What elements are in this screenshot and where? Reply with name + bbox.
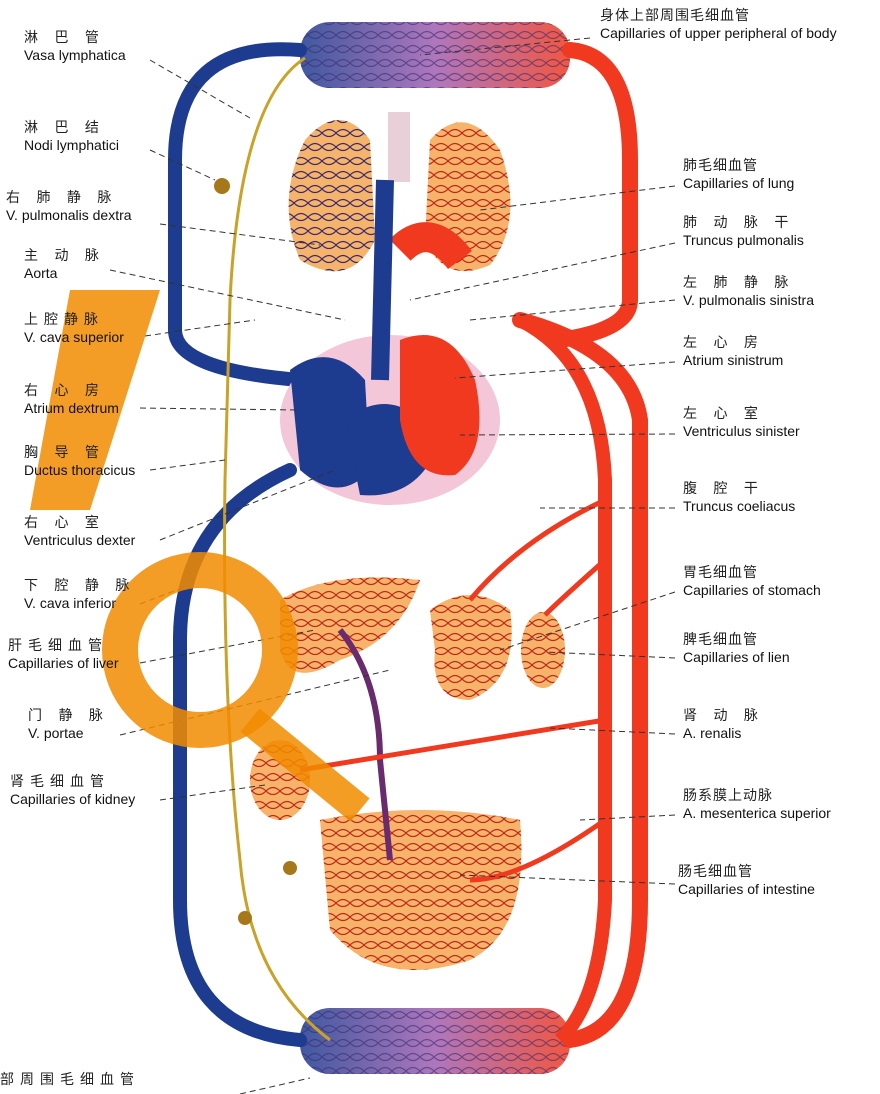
label-zh: 左 肺 静 脉 [683, 275, 814, 292]
label-en: Capillaries of liver [8, 655, 118, 672]
label-en: V. pulmonalis sinistra [683, 292, 814, 309]
label-capillaries-liver: 肝毛细血管 Capillaries of liver [8, 638, 118, 672]
label-zh: 右 心 室 [24, 515, 135, 532]
label-zh: 部周围毛细血管 [0, 1072, 140, 1089]
label-en: Capillaries of lien [683, 649, 790, 666]
label-en: Truncus coeliacus [683, 498, 795, 515]
label-capillaries-stomach: 胃毛细血管 Capillaries of stomach [683, 565, 821, 599]
kidney [250, 740, 310, 820]
spleen [521, 612, 565, 688]
label-zh: 肺 动 脉 干 [683, 215, 804, 232]
label-ventriculus-dexter: 右 心 室 Ventriculus dexter [24, 515, 135, 549]
label-en: Capillaries of stomach [683, 582, 821, 599]
label-zh: 肾 动 脉 [683, 708, 764, 725]
label-zh: 胸 导 管 [24, 445, 135, 462]
label-zh: 右 肺 静 脉 [6, 190, 132, 207]
label-zh: 肺毛细血管 [683, 158, 794, 175]
arterial-loop [520, 50, 640, 1040]
label-a-renalis: 肾 动 脉 A. renalis [683, 708, 764, 742]
label-truncus-pulmonalis: 肺 动 脉 干 Truncus pulmonalis [683, 215, 804, 249]
label-en: Capillaries of kidney [10, 791, 135, 808]
label-zh: 肠系膜上动脉 [683, 788, 831, 805]
label-capillaries-lien: 脾毛细血管 Capillaries of lien [683, 632, 790, 666]
label-capillaries-kidney: 肾毛细血管 Capillaries of kidney [10, 774, 135, 808]
label-en: Ventriculus sinister [683, 423, 800, 440]
label-zh: 肾毛细血管 [10, 774, 135, 791]
label-en: Ventriculus dexter [24, 532, 135, 549]
capillaries-upper-bed [300, 22, 570, 88]
label-a-mesenterica-superior: 肠系膜上动脉 A. mesenterica superior [683, 788, 831, 822]
label-zh: 门 静 脉 [28, 708, 109, 725]
label-vasa-lymphatica: 淋 巴 管 Vasa lymphatica [24, 30, 126, 64]
label-en: Capillaries of upper peripheral of body [600, 25, 837, 42]
intestine [320, 810, 521, 970]
label-ventriculus-sinister: 左 心 室 Ventriculus sinister [683, 406, 800, 440]
label-en: A. mesenterica superior [683, 805, 831, 822]
label-zh: 身体上部周围毛细血管 [600, 8, 837, 25]
label-zh: 淋 巴 结 [24, 120, 119, 137]
label-en: A. renalis [683, 725, 764, 742]
label-zh: 腹 腔 干 [683, 481, 795, 498]
label-v-portae: 门 静 脉 V. portae [28, 708, 109, 742]
label-capillaries-upper: 身体上部周围毛细血管 Capillaries of upper peripher… [600, 8, 837, 42]
label-zh: 主 动 脉 [24, 248, 105, 265]
label-en: V. portae [28, 725, 109, 742]
label-v-cava-inferior: 下 腔 静 脉 V. cava inferior [24, 578, 135, 612]
label-en: Truncus pulmonalis [683, 232, 804, 249]
label-zh: 肝毛细血管 [8, 638, 118, 655]
label-en: Atrium dextrum [24, 400, 119, 417]
label-zh: 脾毛细血管 [683, 632, 790, 649]
label-v-pulmonalis-dextra: 右 肺 静 脉 V. pulmonalis dextra [6, 190, 132, 224]
label-en: V. cava inferior [24, 595, 135, 612]
label-truncus-coeliacus: 腹 腔 干 Truncus coeliacus [683, 481, 795, 515]
label-capillaries-lower: 部周围毛细血管 [0, 1072, 140, 1089]
label-zh: 淋 巴 管 [24, 30, 126, 47]
label-en: Capillaries of intestine [678, 881, 815, 898]
label-aorta: 主 动 脉 Aorta [24, 248, 105, 282]
label-en: Nodi lymphatici [24, 137, 119, 154]
label-v-pulmonalis-sinistra: 左 肺 静 脉 V. pulmonalis sinistra [683, 275, 814, 309]
label-zh: 上腔静脉 [24, 312, 124, 329]
stomach [430, 595, 512, 700]
label-zh: 左 心 房 [683, 335, 783, 352]
label-en: Vasa lymphatica [24, 47, 126, 64]
label-zh: 肠毛细血管 [678, 864, 815, 881]
label-en: V. pulmonalis dextra [6, 207, 132, 224]
liver [280, 578, 420, 673]
capillaries-lower-bed [300, 1008, 570, 1074]
label-en: Capillaries of lung [683, 175, 794, 192]
label-en: Atrium sinistrum [683, 352, 783, 369]
label-zh: 右 心 房 [24, 383, 119, 400]
label-en: Aorta [24, 265, 105, 282]
label-zh: 左 心 室 [683, 406, 800, 423]
label-capillaries-lung: 肺毛细血管 Capillaries of lung [683, 158, 794, 192]
label-en: Ductus thoracicus [24, 462, 135, 479]
venous-loop [175, 49, 300, 1040]
label-atrium-sinistrum: 左 心 房 Atrium sinistrum [683, 335, 783, 369]
label-ductus-thoracicus: 胸 导 管 Ductus thoracicus [24, 445, 135, 479]
label-atrium-dextrum: 右 心 房 Atrium dextrum [24, 383, 119, 417]
label-capillaries-intestine: 肠毛细血管 Capillaries of intestine [678, 864, 815, 898]
label-v-cava-superior: 上腔静脉 V. cava superior [24, 312, 124, 346]
label-zh: 下 腔 静 脉 [24, 578, 135, 595]
label-en: V. cava superior [24, 329, 124, 346]
label-zh: 胃毛细血管 [683, 565, 821, 582]
label-nodi-lymphatici: 淋 巴 结 Nodi lymphatici [24, 120, 119, 154]
